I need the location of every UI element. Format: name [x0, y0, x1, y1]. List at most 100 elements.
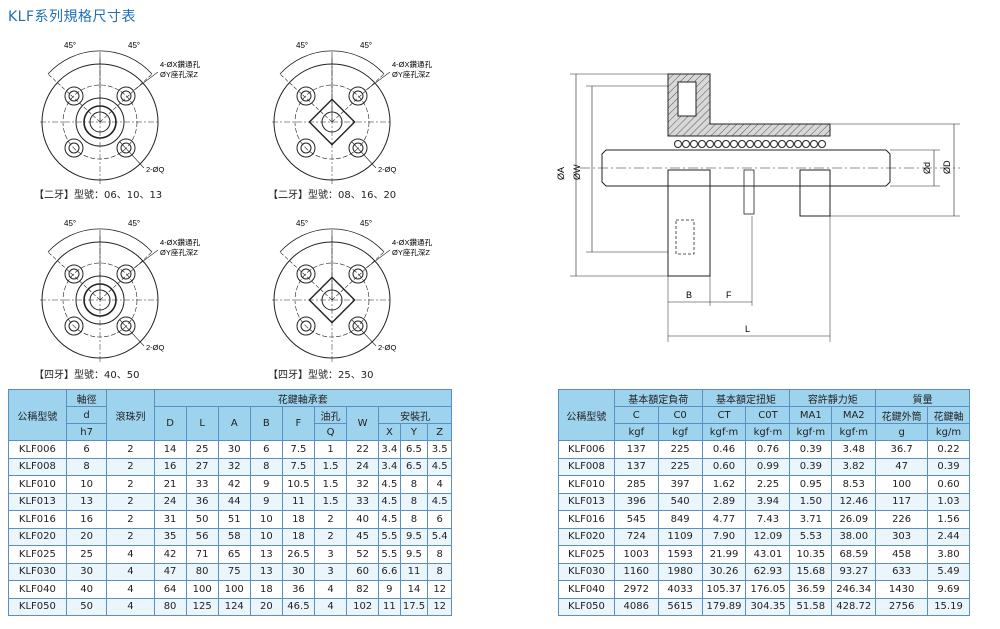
h-F: F — [281, 406, 315, 441]
table-cell: 12.46 — [831, 492, 877, 511]
table-cell: 2 — [106, 457, 155, 476]
table-cell: KLF030 — [8, 562, 67, 581]
table-cell: KLF016 — [558, 510, 615, 529]
table-cell: 3.4 — [378, 440, 401, 459]
table-cell: 17.5 — [399, 597, 429, 616]
table-cell: KLF040 — [558, 580, 615, 599]
table-cell: 4.5 — [378, 492, 401, 511]
table-cell: 40 — [346, 510, 380, 529]
table-cell: 633 — [875, 562, 929, 581]
table-cell: 36 — [281, 580, 315, 599]
table-cell: 32 — [346, 475, 380, 494]
table-cell: 30 — [217, 440, 251, 459]
h-mount: 安裝孔 — [378, 406, 452, 424]
table-cell: 2972 — [613, 580, 659, 599]
table-cell: 47 — [153, 562, 187, 581]
table-cell: 102 — [346, 597, 380, 616]
table-cell: 24 — [153, 492, 187, 511]
h-Z: Z — [427, 423, 452, 441]
table-cell: 3.48 — [831, 440, 877, 459]
note-oil: 2-ØQ — [378, 343, 397, 352]
table-cell: 458 — [875, 545, 929, 564]
table-cell: 4 — [427, 475, 452, 494]
flange-view-3: 45° 45° 4-ØX鑽通孔 ØY座孔深Z 2-ØQ — [40, 219, 201, 362]
table-cell: 5.4 — [427, 527, 452, 546]
table-cell: 0.99 — [745, 457, 791, 476]
table-cell: 11 — [378, 597, 401, 616]
table-cell: 1.03 — [927, 492, 970, 511]
table-cell: 397 — [657, 475, 703, 494]
table-cell: 3 — [313, 562, 348, 581]
table-cell: 0.39 — [789, 440, 833, 459]
table-cell: 0.76 — [745, 440, 791, 459]
h-C: C — [613, 406, 659, 424]
h-W: W — [346, 406, 380, 441]
table-cell: 10 — [249, 510, 283, 529]
table-cell: 0.60 — [927, 475, 970, 494]
dim-B: B — [686, 290, 692, 300]
table-cell: 20 — [65, 527, 108, 546]
table-cell: KLF030 — [558, 562, 615, 581]
note-seat: ØY座孔深Z — [160, 247, 198, 257]
table-cell: 2.44 — [927, 527, 970, 546]
table-cell: 80 — [153, 597, 187, 616]
table-cell: 1.5 — [313, 475, 348, 494]
table-cell: 36 — [185, 492, 219, 511]
table-cell: 13 — [249, 562, 283, 581]
table-cell: 1430 — [875, 580, 929, 599]
table-cell: 2.89 — [701, 492, 747, 511]
table-cell: 80 — [185, 562, 219, 581]
table-cell: KLF010 — [558, 475, 615, 494]
table-cell: KLF006 — [8, 440, 67, 459]
table-cell: 20 — [249, 597, 283, 616]
table-cell: 25 — [185, 440, 219, 459]
table-cell: 2 — [106, 510, 155, 529]
table-cell: 0.46 — [701, 440, 747, 459]
table-cell: 117 — [875, 492, 929, 511]
table-cell: 10 — [65, 475, 108, 494]
table-cell: 21 — [153, 475, 187, 494]
angle-right: 45° — [360, 41, 372, 50]
table-cell: 10.35 — [789, 545, 833, 564]
table-cell: 1 — [313, 440, 348, 459]
unit: g — [875, 423, 929, 441]
table-cell: 1.5 — [313, 457, 348, 476]
table-cell: 3.80 — [927, 545, 970, 564]
table-cell: 4.5 — [378, 510, 401, 529]
h-CT: CT — [701, 406, 747, 424]
table-cell: 27 — [185, 457, 219, 476]
table-cell: 93.27 — [831, 562, 877, 581]
note-seat: ØY座孔深Z — [160, 69, 198, 79]
table-cell: 849 — [657, 510, 703, 529]
table-cell: 33 — [185, 475, 219, 494]
table-cell: KLF025 — [558, 545, 615, 564]
h-h7: h7 — [65, 423, 108, 441]
view-caption-4: 【四牙】型號：25、30 — [268, 370, 374, 381]
table-cell: 1160 — [613, 562, 659, 581]
table-cell: 6 — [249, 440, 283, 459]
dim-W: ØW — [572, 164, 582, 180]
table-cell: 5615 — [657, 597, 703, 616]
table-cell: KLF020 — [8, 527, 67, 546]
table-cell: 35 — [153, 527, 187, 546]
table-cell: 4 — [106, 562, 155, 581]
table-cell: 124 — [217, 597, 251, 616]
h-Q: Q — [313, 423, 348, 441]
table-cell: 724 — [613, 527, 659, 546]
note-drill: 4-ØX鑽通孔 — [392, 59, 433, 69]
angle-left: 45° — [64, 41, 76, 50]
view-caption-1: 【二牙】型號：06、10、13 — [34, 190, 163, 201]
note-drill: 4-ØX鑽通孔 — [160, 237, 201, 247]
angle-right: 45° — [128, 219, 140, 228]
angle-right: 45° — [360, 219, 372, 228]
h-load: 基本額定負荷 — [613, 389, 703, 407]
